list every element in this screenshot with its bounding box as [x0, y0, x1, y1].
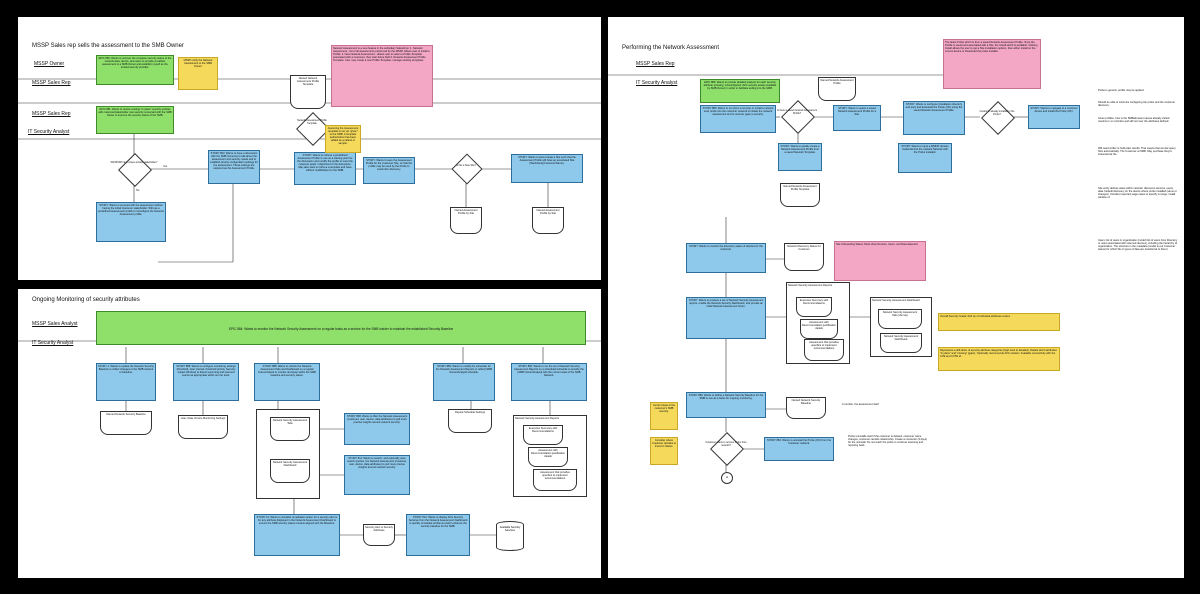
note-box: Network Assessment is a new feature in t… — [331, 45, 433, 107]
document-shape[interactable]: Named Assessment Profile by Site — [450, 207, 482, 234]
epic-box[interactable]: EPIC 880: Wants to uncover the complete … — [96, 55, 174, 85]
side-note: Users: list of users in organization (mo… — [1098, 239, 1178, 252]
note-box: Site Onboarding Status: Must show Device… — [834, 241, 926, 281]
annotation-label: A number, the assessment itself — [842, 403, 879, 406]
document-shape[interactable]: Network Security Assessment Dashboard — [270, 459, 310, 483]
decision-label: Is this a New Site? — [456, 164, 476, 167]
sticky-note: MSSP notify the Network Assessment to th… — [178, 57, 218, 90]
document-shape[interactable]: Executive Summary with Recommendations — [796, 297, 832, 317]
diagram-panel-assessment: Performing the Network Assessment MSSP S… — [608, 17, 1184, 578]
story-box[interactable]: STORY 880: Wants to run (from a remote) … — [700, 105, 776, 133]
document-shape[interactable]: User, Data, Device Monitoring Settings — [178, 415, 228, 439]
story-box[interactable]: STORY: Wants to quickly create a Network… — [778, 143, 822, 171]
panel-title: Ongoing Monitoring of security attribute… — [32, 297, 140, 303]
decision-label: Is there a saved Network Assessment Prof… — [777, 109, 817, 115]
story-box[interactable]: STORY: Wants to retrieve a predefined As… — [294, 152, 356, 185]
yes-label: Yes — [163, 165, 168, 168]
document-shape[interactable]: Named Network Assessment Profile Templat… — [290, 75, 326, 109]
document-shape[interactable]: Network Security Assessment Tabs — [270, 417, 310, 441]
document-shape[interactable]: Named Network Security Baseline — [786, 397, 826, 419]
story-box[interactable]: STORY 884: Wants to uninstall the Probe … — [764, 437, 834, 461]
side-note: Site entity defines asset within network… — [1098, 187, 1177, 200]
story-box[interactable]: STORY: Wants to produce a set of Network… — [686, 297, 766, 339]
sticky-note: Current state of the customer's SMB secu… — [650, 402, 678, 430]
story-box[interactable]: STORY 888: Wants to configure monitoring… — [173, 363, 239, 401]
story-box[interactable]: STORY 811: Wants to search, and optional… — [344, 455, 410, 495]
story-box[interactable]: STORY: Wants to select a saved Network A… — [833, 105, 881, 131]
connector-circle[interactable]: A — [721, 472, 733, 484]
lane-label: MSSP Sales Rep — [32, 80, 71, 86]
side-note: Probe is generic, profile may be applied… — [1098, 89, 1145, 92]
document-shape[interactable]: Named Network Assessment Profile — [818, 77, 856, 101]
epic-box[interactable]: EPIC 884: Wants to monitor the Network S… — [96, 311, 586, 345]
story-box[interactable]: STORY: Wants to input a WMI/IP domain cr… — [898, 143, 952, 173]
lane-label: MSSP Sales Rep — [32, 111, 71, 117]
story-box[interactable]: STORY 803: Wants to have a discussion wi… — [208, 150, 260, 184]
document-shape[interactable]: Network Discovery Status for Customer — [784, 243, 824, 271]
document-shape[interactable]: Named Network Assessment Profile Templat… — [780, 183, 820, 207]
document-shape[interactable]: Assessment with Recommendation justifica… — [800, 319, 838, 339]
decision-label: Customer already installed in the Probe? — [979, 110, 1015, 116]
decision-label: Will MSSP have a face-to-face stakeholde… — [110, 161, 158, 164]
story-box[interactable]: STORY: Wants to configure (installation … — [903, 101, 965, 135]
document-shape[interactable]: Executive Summary with Recommendations — [523, 425, 563, 445]
diagram-panel-monitoring: Ongoing Monitoring of security attribute… — [18, 289, 601, 578]
decision-label: Network Assessment Profile Template — [297, 119, 327, 125]
story-box[interactable]: STORY 888: Wants to refresh the Network … — [254, 363, 320, 401]
sticky-note: Represents a drill-down of security attr… — [938, 347, 1060, 371]
lane-label: IT Security Analyst — [32, 340, 74, 346]
document-shape[interactable]: Network Security Assessment Dashboard — [880, 333, 922, 353]
decision-label: Customer wants to remove Probe from netw… — [705, 441, 747, 447]
story-box[interactable]: STORY 890: Wants to run the set of Netwo… — [511, 363, 587, 401]
sticky-note: Consider where Customer decides to inves… — [650, 437, 678, 465]
document-shape[interactable]: Assessment that provides specifics to im… — [533, 469, 577, 491]
lane-label: MSSP Sales Rep — [636, 61, 675, 67]
story-box[interactable]: STORY: Wants to proceed with the assessm… — [96, 202, 166, 242]
story-box[interactable]: STORY 808: Wants to filter the Network A… — [344, 413, 410, 445]
lane-label: IT Security Analyst — [28, 129, 70, 135]
document-shape[interactable]: Named Network Security Baseline — [100, 411, 152, 435]
story-box[interactable]: STORY: Wants to navigate to a customer d… — [1028, 105, 1080, 129]
no-label: No — [136, 189, 140, 192]
side-note: Will need a filter to hold plain results… — [1098, 147, 1177, 157]
panel-title: Performing the Network Assessment — [622, 45, 720, 51]
story-box[interactable]: STORY 889: Wants to modify the scheduler… — [433, 363, 495, 401]
story-box[interactable]: STORY 813: Wants to display AVG Security… — [406, 514, 470, 556]
document-shape[interactable]: Security Alert w Security Attributes — [363, 524, 395, 546]
epic-box[interactable]: EPIC 881: Wants to review existing "in p… — [96, 106, 174, 134]
document-shape[interactable]: Repeat Schedule Settings — [448, 409, 492, 433]
document-shape[interactable]: Assessment with Recommendation justifica… — [528, 447, 568, 467]
story-box[interactable]: STORY: Wants to monitor the discovery st… — [686, 243, 766, 273]
lane-label: MSSP Owner — [34, 61, 65, 67]
story-box[interactable]: STORY 880: Wants to define a Network Sec… — [686, 392, 766, 418]
database-cylinder[interactable]: Available Security Services — [496, 521, 524, 551]
sticky-note: Overall Security Grade; Roll up of indiv… — [938, 313, 1060, 331]
lane-label: MSSP Sales Analyst — [32, 321, 78, 327]
document-shape[interactable]: Assessment that provides specifics to im… — [804, 339, 844, 361]
document-shape[interactable]: Named Assessment Profile by Site — [532, 207, 564, 234]
panel-title: MSSP Sales rep sells the assessment to t… — [32, 43, 184, 49]
epic-box[interactable]: EPIC 885: Wants to provide detailed anal… — [700, 79, 780, 103]
annotation-note: Probe uninstalls itself if the customer … — [848, 435, 928, 448]
story-box[interactable]: STORY: Wants to Auto-Create a Site such … — [511, 154, 583, 183]
diagram-panel-sales: MSSP Sales rep sells the assessment to t… — [18, 17, 601, 280]
story-box[interactable]: STORY 1: Wants to update the Network Sec… — [96, 363, 156, 401]
note-box: The latest Probe which is from a saved N… — [943, 39, 1041, 89]
lane-label: IT Security Analyst — [636, 80, 678, 86]
side-note: Should be able to minimize configuring t… — [1098, 101, 1175, 108]
story-box[interactable]: STORY: Wants to save the Assessment Prof… — [363, 157, 415, 184]
sticky-note: Assuming the Assessment template is not … — [325, 125, 361, 153]
side-note: Given profiles, how is the SMB/all asset… — [1098, 117, 1170, 124]
document-shape[interactable]: Network Security Assessment Tabs (the to… — [878, 309, 922, 329]
story-box[interactable]: STORY 12: Wants to visualize remediation… — [254, 514, 340, 556]
